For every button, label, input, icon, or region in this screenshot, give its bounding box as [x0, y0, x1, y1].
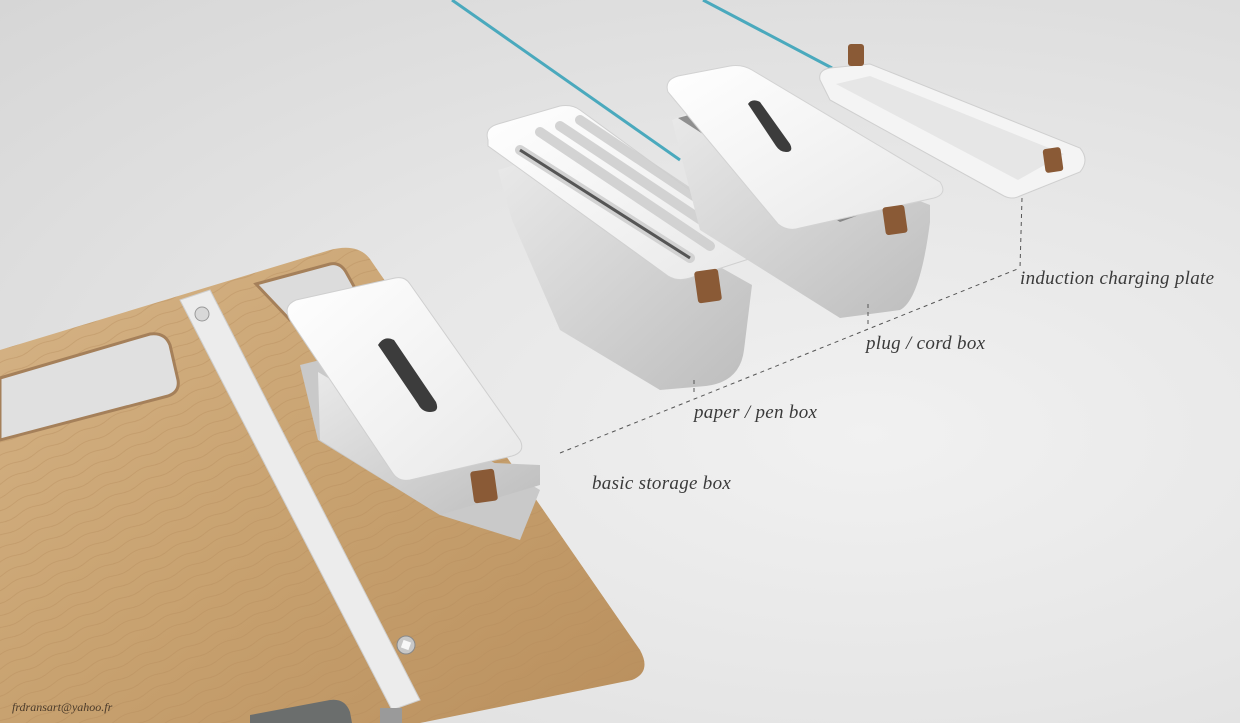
- label-plug-cord-box: plug / cord box: [866, 333, 986, 354]
- label-induction-charging-plate: induction charging plate: [1020, 268, 1215, 289]
- paper-pen-box: [486, 105, 762, 390]
- basic-storage-box: [286, 277, 540, 540]
- wooden-desk-top: [0, 247, 645, 723]
- author-credit: frdransart@yahoo.fr: [12, 700, 113, 714]
- plug-cord-box: [666, 65, 944, 318]
- label-basic-storage-box: basic storage box: [592, 473, 732, 494]
- teal-cables: [451, 0, 833, 162]
- label-paper-pen-box: paper / pen box: [694, 402, 818, 423]
- leader-lines: [559, 197, 1023, 454]
- induction-charging-plate: [819, 44, 1086, 199]
